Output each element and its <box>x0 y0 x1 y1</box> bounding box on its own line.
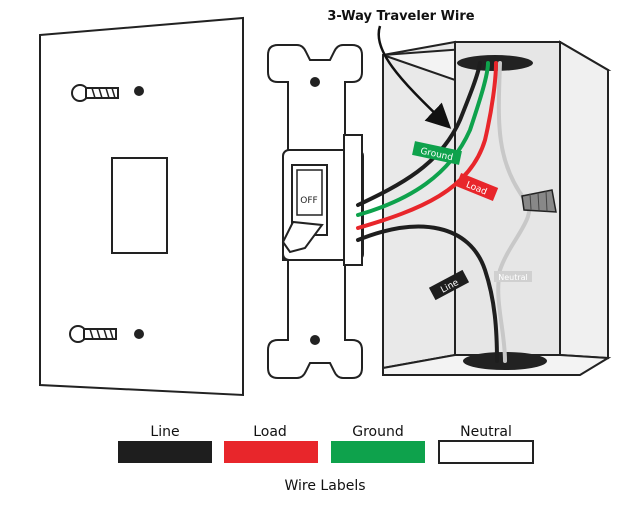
bottom-screw-icon <box>69 325 117 343</box>
traveler-callout: 3-Way Traveler Wire <box>327 9 475 129</box>
switch-off-label: OFF <box>300 196 317 206</box>
legend-title: Wire Labels <box>285 478 366 494</box>
line-wire <box>356 224 499 363</box>
bottom-screw-hole <box>134 329 144 339</box>
neutral-wire <box>496 61 532 363</box>
toggle-opening <box>111 157 168 254</box>
legend: Line Load Ground Neutral Wire Labels <box>118 424 534 494</box>
legend-label-load: Load <box>253 424 287 440</box>
traveler-wire <box>356 61 482 207</box>
callout-arrow <box>377 25 452 129</box>
top-screw-icon <box>71 84 119 102</box>
neutral-tag-text: Neutral <box>498 273 528 282</box>
legend-label-line: Line <box>150 424 179 440</box>
legend-label-neutral: Neutral <box>460 424 512 440</box>
legend-swatch-ground <box>331 441 425 463</box>
wire-nut-icon <box>521 189 557 213</box>
ground-wire <box>356 61 490 217</box>
legend-swatch-load <box>224 441 318 463</box>
top-screw-hole <box>134 86 144 96</box>
wall-plate <box>39 16 244 397</box>
light-switch: OFF <box>267 44 364 379</box>
traveler-callout-text: 3-Way Traveler Wire <box>327 9 474 24</box>
legend-label-ground: Ground <box>352 424 404 440</box>
wires <box>356 61 557 363</box>
neutral-tag: Neutral <box>494 271 532 282</box>
legend-swatch-line <box>118 441 212 463</box>
wire-tags: Ground Load Line Neutral <box>412 141 532 301</box>
load-wire <box>356 61 498 230</box>
legend-swatch-neutral <box>438 440 534 464</box>
